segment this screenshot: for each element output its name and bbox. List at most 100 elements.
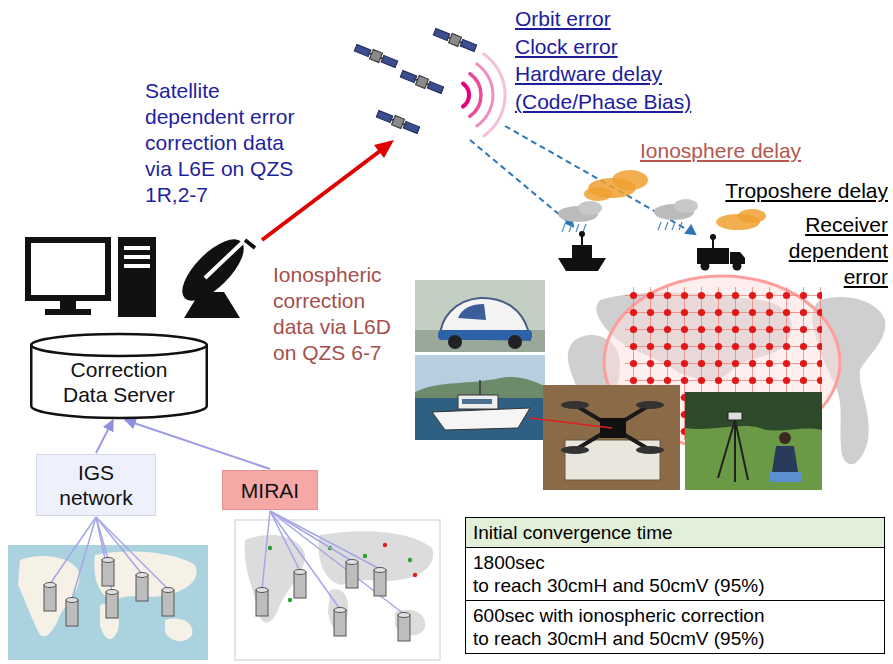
boat-photo-part [458,395,498,409]
satellites-part [433,27,478,53]
station-lines [50,511,404,614]
signal-arcs-part [484,54,505,136]
truck-icon-part [733,262,742,271]
table-cell: 1800sec [473,551,877,574]
mirai-map-part-part [288,598,292,602]
dish-antenna-part [205,240,245,278]
rain-cloud-part [674,199,698,213]
station-icons-part [136,573,148,602]
drone-photo-part [575,405,650,450]
signal-dashed-lines-part [686,226,695,234]
ship-icon-part [558,258,606,271]
tripod-photo-part [685,392,822,431]
rain-cloud-part-part [562,224,565,232]
station-lines-part [270,511,340,609]
station-icons-part [374,568,386,597]
drone-photo-part [561,446,589,454]
rain-cloud-part-part [672,222,675,230]
tripod-photo-part [770,472,802,482]
node-text: IGS network [47,460,145,510]
server-cylinder: Correction Data Server [30,333,208,419]
rain-cloud-part-part [665,222,668,230]
station-lines-part [50,517,96,584]
station-icons-part [162,588,174,617]
station-icons-part [102,558,114,587]
igs-map [8,545,208,660]
boat-photo-part [462,399,492,404]
dish-antenna [173,230,255,318]
truck-icon-part [701,262,710,271]
station-icons-part [398,613,410,642]
station-lines-part [72,517,96,599]
rain-cloud-part-part [679,222,682,230]
error-item: Hardware delay [515,61,662,87]
table-cell: 600sec with ionospheric correction [473,604,877,627]
igs-map-part [165,618,192,641]
satellites-part [376,109,421,135]
station-icons-part [106,590,118,619]
rain-cloud-part-part [576,224,579,232]
mirai-map-part-part [383,543,387,547]
mirai-map-part-part [268,546,272,550]
computer-icon-part [60,300,76,310]
rain-cloud-part [578,201,602,215]
uplink-arrow-part [374,140,394,158]
signal-arcs-part [470,74,481,117]
drone-photo-part [600,418,626,438]
table-row: 600sec with ionospheric correctionto rea… [466,601,884,653]
truck-icon [697,234,745,271]
delay-label: Troposhere delay [725,178,888,204]
tripod-photo-part [772,446,798,472]
error-item: Clock error [515,34,618,60]
car-photo-part [458,304,486,320]
computer-icon-part [124,264,150,268]
tripod-photo-part [718,420,735,478]
igs-map-part [18,556,79,636]
node-text: MIRAI [241,478,299,503]
convergence-table: Initial convergence time 1800secto reach… [465,517,885,654]
drone-photo [530,385,680,490]
error-item: (Code/Phase Bias) [515,89,691,115]
ionosphere-cloud-part [738,209,766,223]
dish-antenna-part [245,240,255,248]
computer-icon-part [28,240,108,298]
signal-dashed-lines-part [470,140,573,226]
drone-photo-part [575,405,650,450]
ship-icon-part [579,231,585,237]
signal-arcs [463,54,505,136]
station-icons-part [334,608,346,637]
computer-icon-part [118,237,156,317]
rain-cloud-part-part [569,224,572,232]
mirai-map-part-part [363,554,367,558]
station-icons-part [294,570,306,599]
station-lines-part [270,511,352,561]
table-row: 1800secto reach 30cmH and 50cmV (95%) [466,548,884,601]
connector-arrow [96,420,113,453]
rain-cloud-part-part [658,222,661,230]
error-label: Receiver dependent error [776,212,888,290]
satellites [354,27,478,135]
boat-photo [415,355,545,440]
car-photo-part [448,335,462,349]
mirai-map-part [235,520,440,660]
rain-cloud [558,199,698,232]
signal-arcs-part [477,64,493,126]
satellites-part [354,43,399,69]
computer-icon [28,237,156,317]
station-icons-part [44,583,56,612]
network-box: IGS network [36,454,156,516]
satellites-part [400,69,445,95]
car-photo-part [508,335,522,349]
computer-icon-part [45,309,91,315]
station-icons [44,558,410,642]
table-header-row: Initial convergence time [466,518,884,548]
ionosphere-cloud-part [584,187,612,201]
cylinder-top [31,334,207,356]
station-lines-part [270,511,404,614]
ship-icon-part [572,245,592,258]
tripod-photo [685,392,822,490]
drone-photo-part [530,418,612,428]
correction-note: Ionospheric correction data via L6D on Q… [273,262,400,366]
station-icons-part [346,560,358,589]
